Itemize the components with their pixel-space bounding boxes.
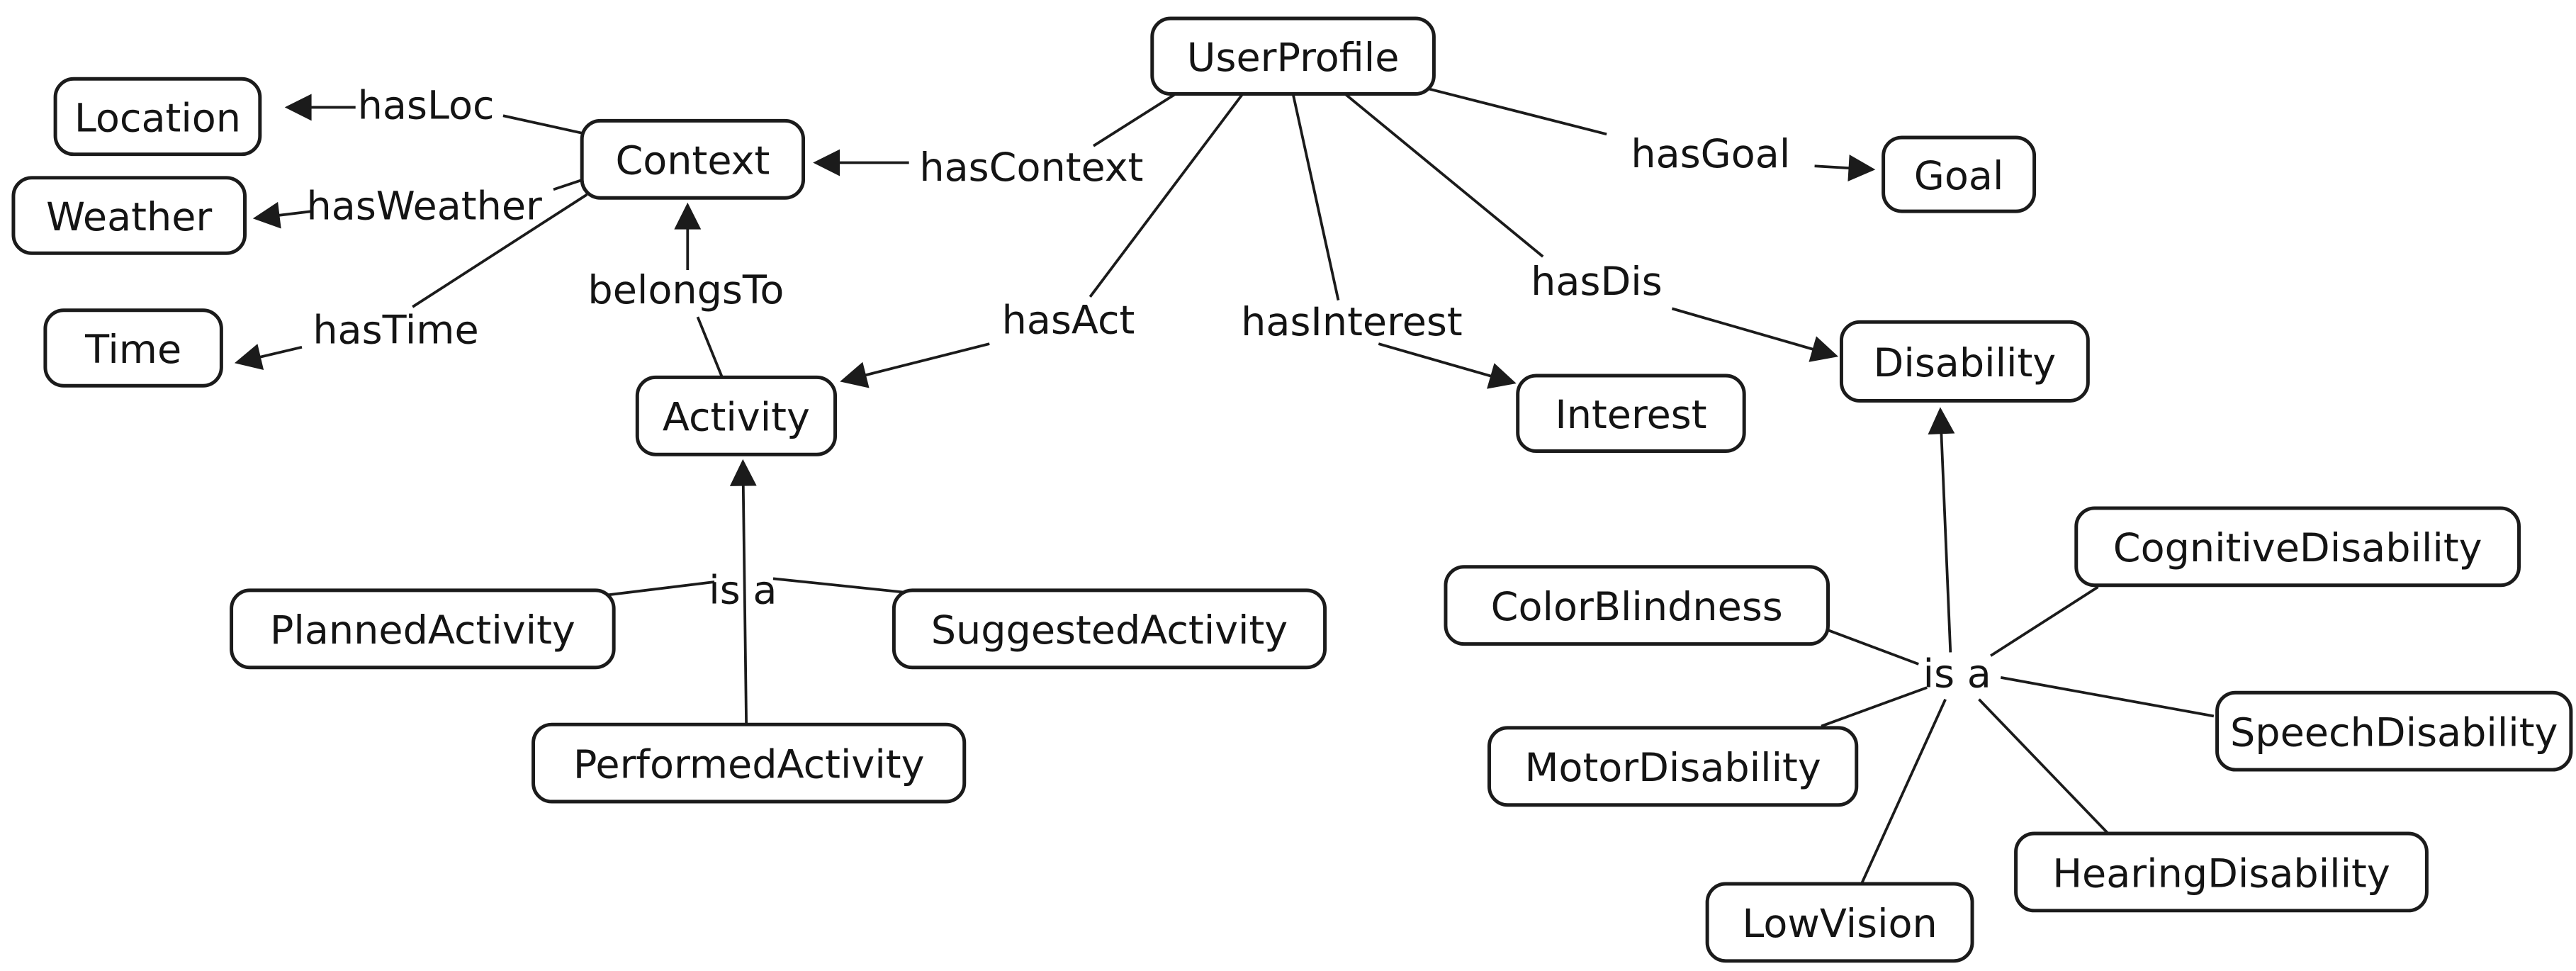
edge-colorblindness-isa — [1824, 627, 1919, 666]
node-hearingdisability: HearingDisability — [2014, 831, 2429, 913]
edge-label-hasloc: hasLoc — [358, 83, 495, 129]
edge-context-weather-stub — [553, 178, 585, 191]
node-location-box — [53, 77, 262, 157]
node-lowvision-label: LowVision — [1742, 901, 1937, 947]
node-userprofile: UserProfile — [1150, 16, 1436, 96]
node-context-label: Context — [615, 138, 770, 184]
edge-speech-isa — [2000, 676, 2215, 718]
node-suggestedactivity: SuggestedActivity — [892, 588, 1327, 670]
edge-lowvision-isa — [1860, 698, 1947, 885]
edges-layer — [234, 87, 2215, 885]
node-interest: Interest — [1516, 374, 1746, 453]
node-suggestedactivity-box — [892, 588, 1327, 670]
node-userprofile-box — [1150, 16, 1436, 96]
node-activity-box — [635, 375, 838, 456]
node-speechdisability-box — [2215, 690, 2573, 772]
node-lowvision-box — [1705, 882, 1974, 963]
node-hearingdisability-label: HearingDisability — [2052, 851, 2390, 897]
node-cognitivedisability: CognitiveDisability — [2074, 506, 2521, 588]
edge-context-location-stub — [502, 114, 587, 136]
node-motordisability-label: MotorDisability — [1524, 745, 1821, 791]
edge-label-hascontext: hasContext — [919, 145, 1143, 191]
node-motordisability: MotorDisability — [1487, 726, 1859, 807]
node-colorblindness-label: ColorBlindness — [1491, 584, 1783, 630]
node-performedactivity: PerformedActivity — [531, 722, 967, 804]
edge-userprofile-goal-stub — [1428, 87, 1607, 136]
node-hearingdisability-box — [2014, 831, 2429, 913]
edge-userprofile-interest-arrow — [1378, 342, 1517, 389]
node-interest-label: Interest — [1555, 392, 1706, 438]
node-suggestedactivity-label: SuggestedActivity — [931, 607, 1288, 653]
node-motordisability-box — [1487, 726, 1859, 807]
edge-motor-isa — [1821, 686, 1928, 728]
node-weather-label: Weather — [46, 194, 212, 240]
edge-planned-isa — [590, 580, 715, 599]
edge-suggested-isa — [772, 577, 918, 595]
node-cognitivedisability-box — [2074, 506, 2521, 588]
edge-label-belongsto: belongsTo — [587, 267, 784, 313]
node-location: Location — [53, 77, 262, 157]
edge-userprofile-disability-stub — [1344, 93, 1544, 258]
edge-label-hasweather: hasWeather — [307, 184, 543, 230]
node-time-box — [43, 308, 223, 388]
edge-userprofile-goal-arrow — [1814, 155, 1876, 181]
edge-userprofile-context-stub — [1092, 92, 1176, 147]
node-context-box — [580, 118, 806, 200]
node-goal-box — [1882, 135, 2037, 213]
edge-label-hasdis: hasDis — [1531, 259, 1663, 305]
edge-performed-isa-activity — [729, 459, 757, 725]
node-activity: Activity — [635, 375, 838, 456]
node-colorblindness-box — [1444, 565, 1830, 646]
node-activity-label: Activity — [663, 395, 810, 441]
edge-context-time-stub — [412, 193, 588, 308]
node-weather: Weather — [11, 176, 247, 255]
node-time: Time — [43, 308, 223, 388]
node-plannedactivity: PlannedActivity — [230, 588, 616, 670]
node-userprofile-label: UserProfile — [1187, 35, 1400, 81]
node-speechdisability-label: SpeechDisability — [2230, 710, 2558, 756]
node-disability-box — [1839, 320, 2090, 403]
edge-label-hasgoal: hasGoal — [1631, 131, 1790, 177]
edge-label-isa-disability: is a — [1923, 651, 1991, 697]
edge-label-hasact: hasAct — [1002, 297, 1135, 343]
edge-label-hasinterest: hasInterest — [1241, 299, 1463, 345]
node-location-label: Location — [74, 95, 241, 141]
node-context: Context — [580, 118, 806, 200]
edge-isa-disability-arrow — [1928, 407, 1955, 653]
edge-userprofile-disability-arrow — [1671, 307, 1839, 362]
edge-userprofile-activity-stub — [1089, 93, 1244, 298]
edge-activity-context-stub — [696, 316, 724, 380]
node-colorblindness: ColorBlindness — [1444, 565, 1830, 646]
node-disability: Disability — [1839, 320, 2090, 403]
node-disability-label: Disability — [1874, 340, 2057, 386]
node-performedactivity-box — [531, 722, 967, 804]
node-goal: Goal — [1882, 135, 2037, 213]
node-cognitivedisability-label: CognitiveDisability — [2113, 525, 2482, 571]
node-lowvision: LowVision — [1705, 882, 1974, 963]
edge-labels-layer: hasLoc hasWeather hasTime hasContext hasGoal… — [307, 83, 1991, 697]
edge-hearing-isa — [1978, 698, 2110, 835]
node-goal-label: Goal — [1914, 153, 2004, 199]
edge-userprofile-interest-stub — [1291, 94, 1340, 301]
node-plannedactivity-label: PlannedActivity — [270, 607, 575, 653]
edge-context-time-arrow — [234, 344, 303, 371]
edge-label-isa-activity: is a — [709, 567, 777, 613]
node-weather-box — [11, 176, 247, 255]
node-plannedactivity-box — [230, 588, 616, 670]
edge-context-weather-arrow — [252, 201, 313, 229]
edge-userprofile-activity-arrow — [840, 342, 990, 388]
node-speechdisability: SpeechDisability — [2215, 690, 2573, 772]
node-interest-box — [1516, 374, 1746, 453]
edge-cognitive-isa — [1990, 585, 2099, 657]
node-performedactivity-label: PerformedActivity — [573, 741, 925, 787]
node-time-label: Time — [84, 327, 181, 373]
edge-label-hastime: hasTime — [313, 308, 478, 354]
